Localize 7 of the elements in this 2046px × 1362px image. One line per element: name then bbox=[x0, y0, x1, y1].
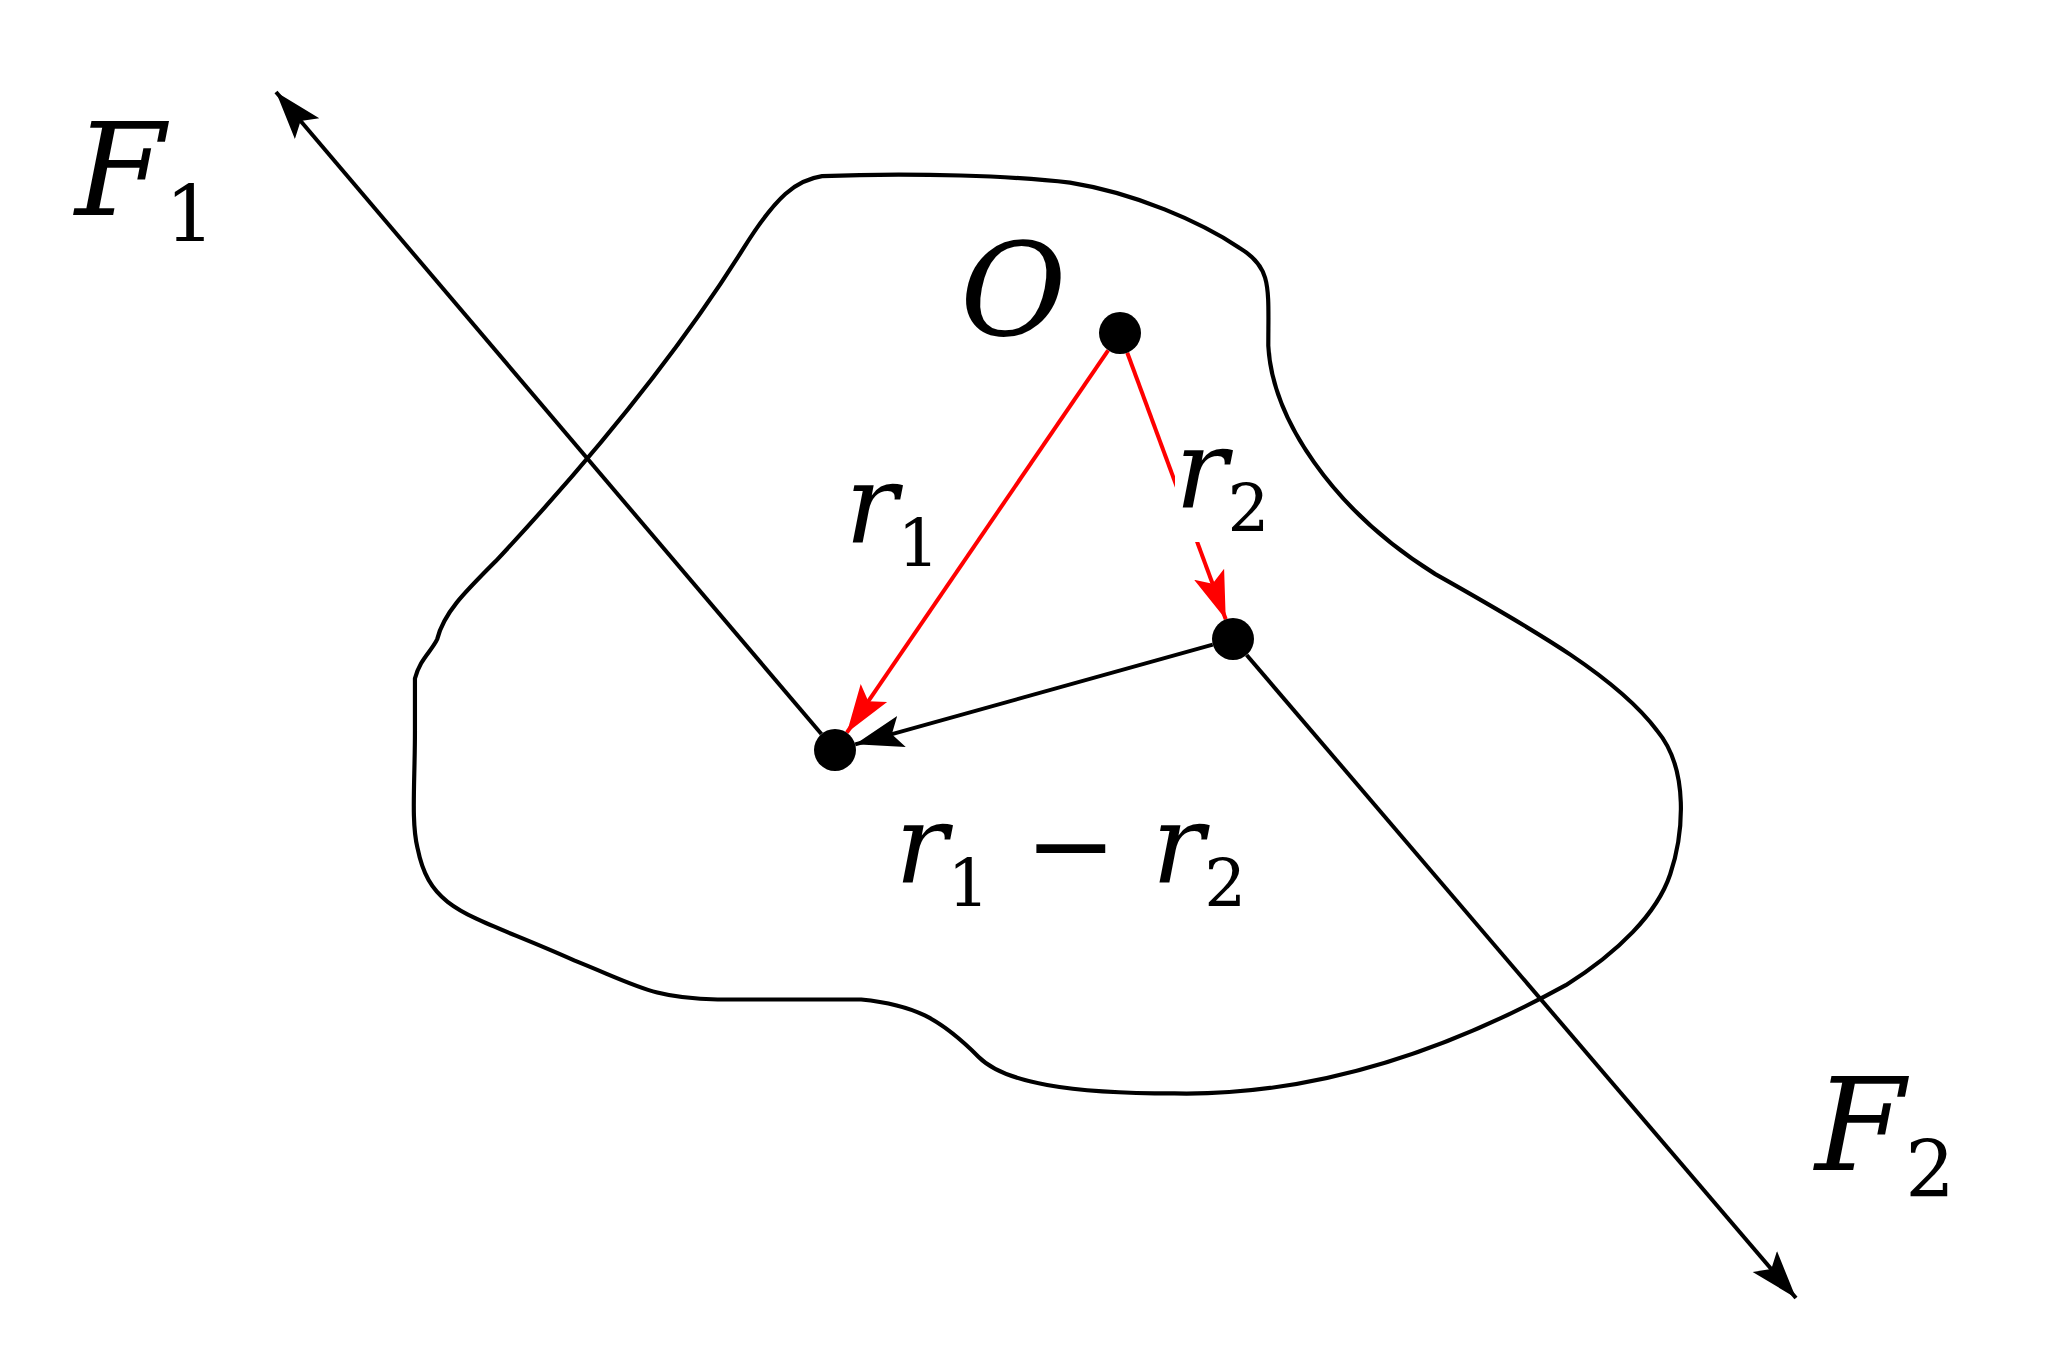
point-dot bbox=[814, 729, 856, 771]
arrow bbox=[845, 349, 1110, 734]
point-dot bbox=[1099, 312, 1141, 354]
arrow bbox=[854, 642, 1214, 747]
arrow bbox=[274, 90, 823, 736]
arrow bbox=[1245, 653, 1798, 1300]
point-dot bbox=[1212, 618, 1254, 660]
